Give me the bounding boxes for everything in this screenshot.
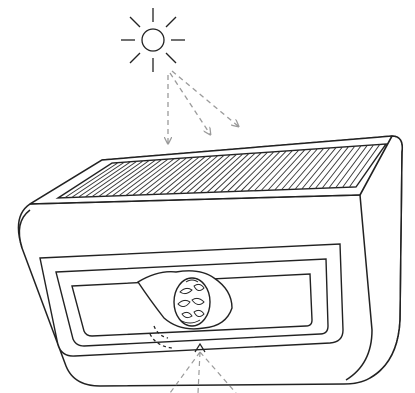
solar-cell-line (315, 146, 349, 189)
solar-cell-line (172, 155, 219, 195)
solar-cell-line (193, 154, 237, 194)
solar-cell-line (111, 159, 163, 197)
solar-cell-line (125, 158, 175, 196)
sun-rays (168, 70, 238, 143)
sun-icon (121, 8, 185, 72)
solar-cell-line (78, 161, 131, 198)
solar-cell-line (84, 160, 138, 198)
solar-cell-line (308, 146, 343, 190)
solar-cell-line (199, 153, 244, 194)
solar-cell-line (206, 153, 250, 193)
solar-cell-line (213, 152, 256, 193)
solar-cell-line (301, 147, 337, 190)
solar-cell-line (105, 159, 156, 197)
solar-cell-line (254, 150, 293, 192)
solar-cell-line (138, 157, 188, 196)
solar-cell-line (342, 144, 374, 188)
solar-cell-line (240, 151, 281, 192)
solar-cell-line (260, 149, 300, 191)
solar-cell-line (64, 162, 119, 199)
solar-cell-line (71, 161, 125, 198)
solar-cell-line (247, 150, 287, 192)
solar-cell-line (267, 149, 306, 191)
solar-cell-line (220, 152, 262, 193)
solar-cell-line (145, 157, 194, 196)
solar-cell-line (186, 154, 231, 194)
solar-cell-line (227, 151, 268, 193)
solar-cell-line (294, 147, 331, 190)
solar-cell-line (233, 151, 275, 192)
solar-cell-line (132, 157, 181, 196)
sun-ray (171, 70, 238, 126)
solar-cell-line (179, 154, 225, 194)
solar-cell-line (152, 156, 200, 195)
detection-arcs (149, 325, 173, 349)
solar-cell-line (328, 145, 362, 189)
solar-cell-line (335, 145, 368, 189)
solar-cell-line (281, 148, 318, 191)
motion-rays (169, 342, 237, 393)
solar-cell-line (321, 145, 356, 189)
solar-panel-icon (55, 143, 388, 199)
solar-cell-line (91, 160, 144, 198)
solar-cell-line (166, 155, 212, 195)
solar-cell-line (287, 148, 325, 190)
solar-cell-line (159, 156, 206, 195)
sun-ray (169, 72, 210, 134)
solar-cell-line (274, 148, 312, 191)
light-lens (39, 243, 344, 357)
solar-cell-line (118, 158, 169, 197)
solar-cell-line (348, 144, 381, 188)
solar-cell-line (98, 160, 150, 197)
motion-sensor-icon (137, 270, 233, 330)
